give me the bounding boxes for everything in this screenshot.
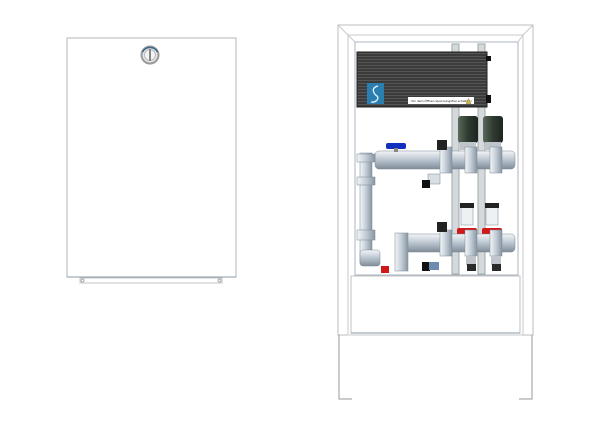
- actuator-heads: [458, 116, 503, 150]
- cabinet-door[interactable]: [66, 37, 237, 278]
- open-cabinet: Vor dem Öffnen spannungsfrei schalten!: [337, 24, 534, 400]
- warning-triangle-icon: [465, 98, 472, 104]
- warning-label-text: Vor dem Öffnen spannungsfrei schalten!: [411, 98, 472, 103]
- drain-valve-handle[interactable]: [381, 266, 389, 273]
- plinth-bar: [79, 277, 223, 284]
- closed-cabinet: [66, 37, 237, 284]
- ball-valve-handle[interactable]: [386, 143, 406, 149]
- return-manifold: [404, 222, 516, 271]
- warning-label: [408, 97, 474, 104]
- cabinet-legs: [338, 335, 533, 400]
- door-lock-icon[interactable]: [140, 45, 160, 65]
- brand-logo: [367, 83, 384, 104]
- control-box: Vor dem Öffnen spannungsfrei schalten!: [356, 51, 491, 108]
- lower-cover-panel: [350, 275, 521, 334]
- bypass-pipework: [356, 152, 409, 273]
- supply-manifold: [374, 140, 516, 188]
